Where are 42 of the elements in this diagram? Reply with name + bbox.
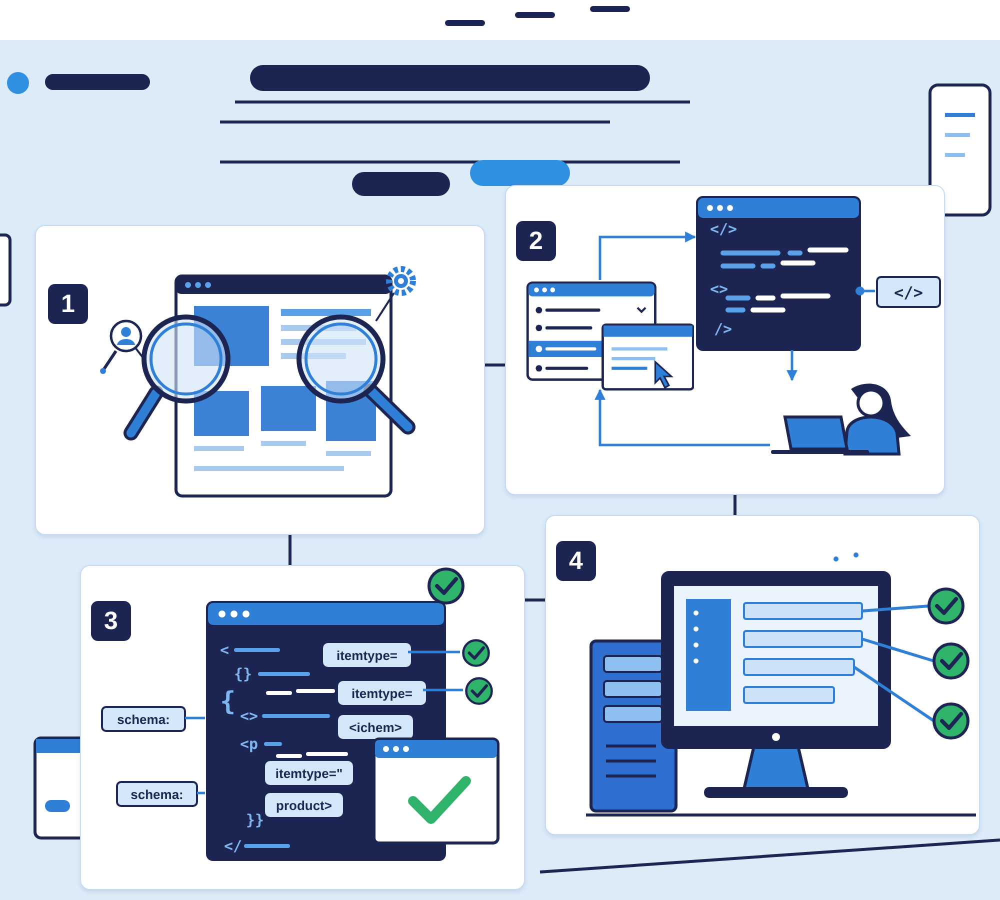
code-symbol: </> [710, 222, 738, 237]
step-number: 3 [91, 601, 131, 641]
step-number: 2 [516, 221, 556, 261]
connector-line [856, 286, 875, 296]
check-circle-icon [461, 638, 491, 668]
schema-label: schema: [101, 706, 186, 732]
attribute-tag: itemtype= [338, 681, 426, 705]
connector-line [197, 792, 205, 794]
code-tag: </> [876, 276, 941, 308]
step-number: 1 [48, 284, 88, 324]
step-number: 4 [556, 541, 596, 581]
step-card [505, 185, 945, 495]
arrow [594, 388, 770, 446]
code-symbol: <p [240, 737, 258, 752]
arrow [786, 350, 798, 382]
step-card [545, 515, 980, 835]
code-symbol: { [220, 689, 236, 715]
connector-line [288, 535, 292, 565]
list-window-drawing [526, 281, 694, 391]
connector-line [185, 716, 205, 720]
code-symbol: /> [714, 322, 732, 337]
connector-line [734, 495, 736, 515]
check-circle-icon [464, 676, 494, 706]
attribute-tag: <ichem> [338, 715, 413, 739]
connector-line [408, 650, 460, 654]
arrow [598, 232, 696, 280]
connector-line [485, 364, 505, 366]
connector-line [423, 688, 463, 692]
step-card [35, 225, 485, 535]
code-symbol: <> [240, 709, 258, 724]
step-card [80, 565, 525, 890]
attribute-tag: itemtype= [323, 643, 411, 667]
schema-label: schema: [116, 781, 198, 807]
code-symbol: }} [246, 813, 264, 828]
check-circle-icon [426, 566, 466, 606]
attribute-tag: product> [265, 793, 343, 817]
code-symbol: <> [710, 282, 728, 297]
attribute-tag: itemtype=" [265, 761, 353, 785]
connector-line [525, 598, 545, 602]
code-symbol: </ [224, 839, 242, 854]
code-symbol: < [220, 643, 230, 658]
code-symbol: {} [234, 667, 252, 682]
